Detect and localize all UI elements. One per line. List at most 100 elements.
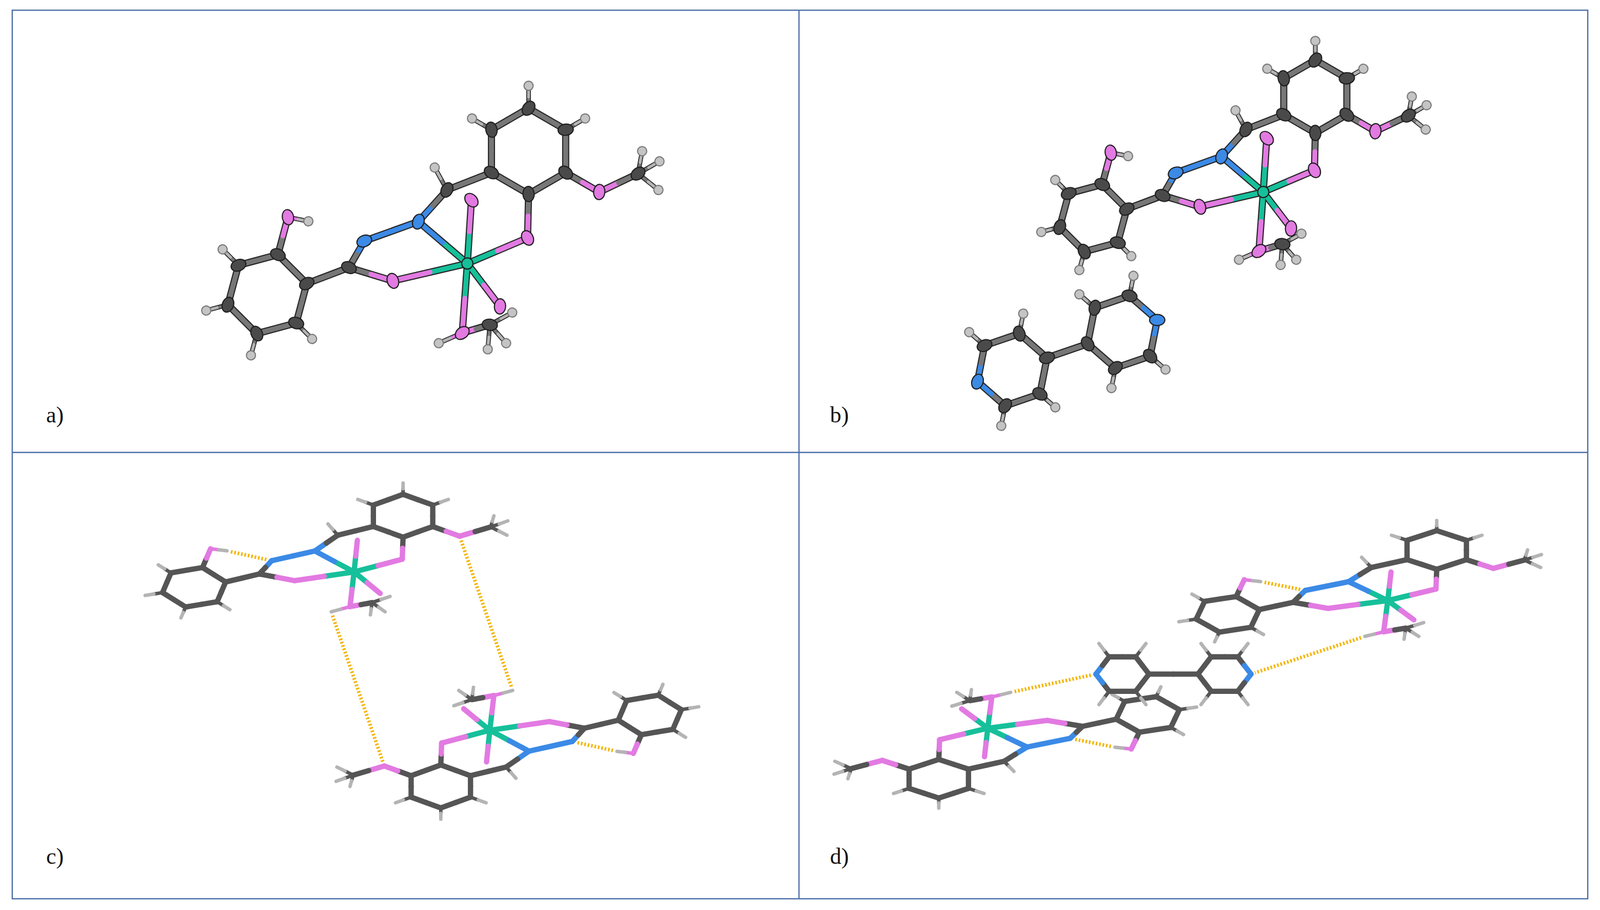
atom-ellipsoid [1230, 104, 1242, 116]
bond-outline [1263, 170, 1315, 192]
panel-divider [12, 451, 1588, 453]
atom-ellipsoid [410, 212, 427, 231]
bond-stick [470, 771, 489, 776]
bond-outline [1258, 191, 1263, 251]
bond-stick [1508, 559, 1525, 564]
bond-stick [472, 686, 474, 694]
bond-outline [467, 263, 501, 307]
bond-stick [223, 605, 230, 610]
bond-stick [1252, 580, 1261, 582]
atom-ellipsoid [1306, 50, 1325, 70]
atom-ellipsoid [519, 98, 538, 118]
atom-ellipsoid [1093, 175, 1112, 193]
atom-ellipsoid [654, 155, 665, 167]
molecule [336, 683, 699, 819]
atom-ellipsoid [428, 161, 441, 173]
atom-ellipsoid [1285, 220, 1298, 236]
bond-stick [1328, 604, 1358, 609]
bond-stick [1387, 594, 1412, 601]
bond-stick [1047, 720, 1065, 724]
atom-ellipsoid [1166, 164, 1185, 182]
atom-ellipsoid [385, 271, 401, 290]
bond-stick [314, 550, 335, 562]
bond-stick [1389, 571, 1391, 587]
bond-stick [510, 772, 517, 778]
bond-stick [1140, 697, 1147, 705]
bond-stick [324, 571, 354, 576]
atom-ellipsoid [1030, 384, 1050, 403]
bond-stick [1095, 673, 1103, 683]
atom-ellipsoid [465, 111, 479, 125]
atom-ellipsoid [1419, 123, 1433, 136]
atom-ellipsoid [1260, 62, 1274, 75]
bond-outline [364, 221, 419, 242]
atom-ellipsoid [1406, 90, 1417, 102]
bond-stick [353, 769, 369, 775]
bond-stick [355, 540, 358, 557]
bond-stick [617, 751, 626, 753]
bond-stick [458, 689, 466, 695]
atom-ellipsoid [354, 232, 374, 250]
bond-stick [358, 499, 366, 502]
panel-label: c) [46, 843, 64, 869]
bond-stick [961, 708, 975, 719]
bond-stick [1242, 697, 1249, 705]
atom-ellipsoid [220, 295, 236, 314]
bond-stick [158, 564, 165, 569]
molecule [1095, 643, 1251, 705]
panel-label: b) [830, 402, 849, 428]
molecule [200, 81, 665, 362]
hydrogen-bond [1074, 738, 1112, 746]
bond-stick [1178, 620, 1188, 622]
panel-label: a) [46, 402, 64, 428]
atom-ellipsoid [1274, 258, 1288, 272]
bond-stick [465, 729, 490, 737]
bond-stick [988, 723, 1018, 728]
atom-ellipsoid [523, 81, 533, 91]
molecule [145, 482, 508, 618]
bond-stick [1433, 578, 1439, 589]
bond-stick [1257, 630, 1264, 635]
bond-stick [1140, 643, 1147, 650]
bond-stick [1391, 535, 1400, 538]
atom-ellipsoid [461, 257, 473, 269]
bond-stick [378, 558, 403, 565]
molecule [1035, 36, 1433, 277]
bond-stick [509, 740, 529, 751]
atom-ellipsoid [1073, 263, 1086, 276]
bond-stick [439, 813, 443, 819]
bond-stick [478, 799, 486, 803]
atom-ellipsoid [1309, 125, 1321, 142]
bond-outline [467, 200, 472, 264]
bond-stick [378, 606, 386, 612]
bond-stick [834, 771, 843, 774]
atom-ellipsoid [216, 242, 230, 256]
bond-stick [614, 692, 621, 697]
bond-stick [1009, 765, 1015, 772]
atom-ellipsoid [1306, 161, 1323, 181]
bond-stick [936, 739, 943, 749]
atom-ellipsoid [1051, 217, 1068, 236]
bond-stick [1177, 730, 1184, 735]
bond-stick [259, 573, 278, 577]
bond-stick [1348, 581, 1369, 591]
bond-stick [1017, 720, 1048, 725]
atom-ellipsoid [975, 337, 994, 354]
bond-stick [1474, 535, 1483, 538]
bond-stick [1310, 604, 1329, 608]
bond-stick [1099, 718, 1117, 723]
bond-stick [550, 741, 572, 746]
atom-ellipsoid [438, 180, 456, 200]
bond-stick [225, 577, 243, 582]
panel-divider [798, 10, 800, 899]
bond-stick [1414, 622, 1425, 625]
bond-stick [1365, 633, 1375, 636]
bond-stick [689, 706, 699, 708]
bond-stick [1192, 594, 1199, 598]
bond-stick [566, 724, 585, 728]
atom-ellipsoid [1050, 401, 1061, 413]
atom-ellipsoid [1035, 226, 1048, 238]
bond-stick [1244, 665, 1252, 675]
bond-stick [984, 742, 986, 757]
